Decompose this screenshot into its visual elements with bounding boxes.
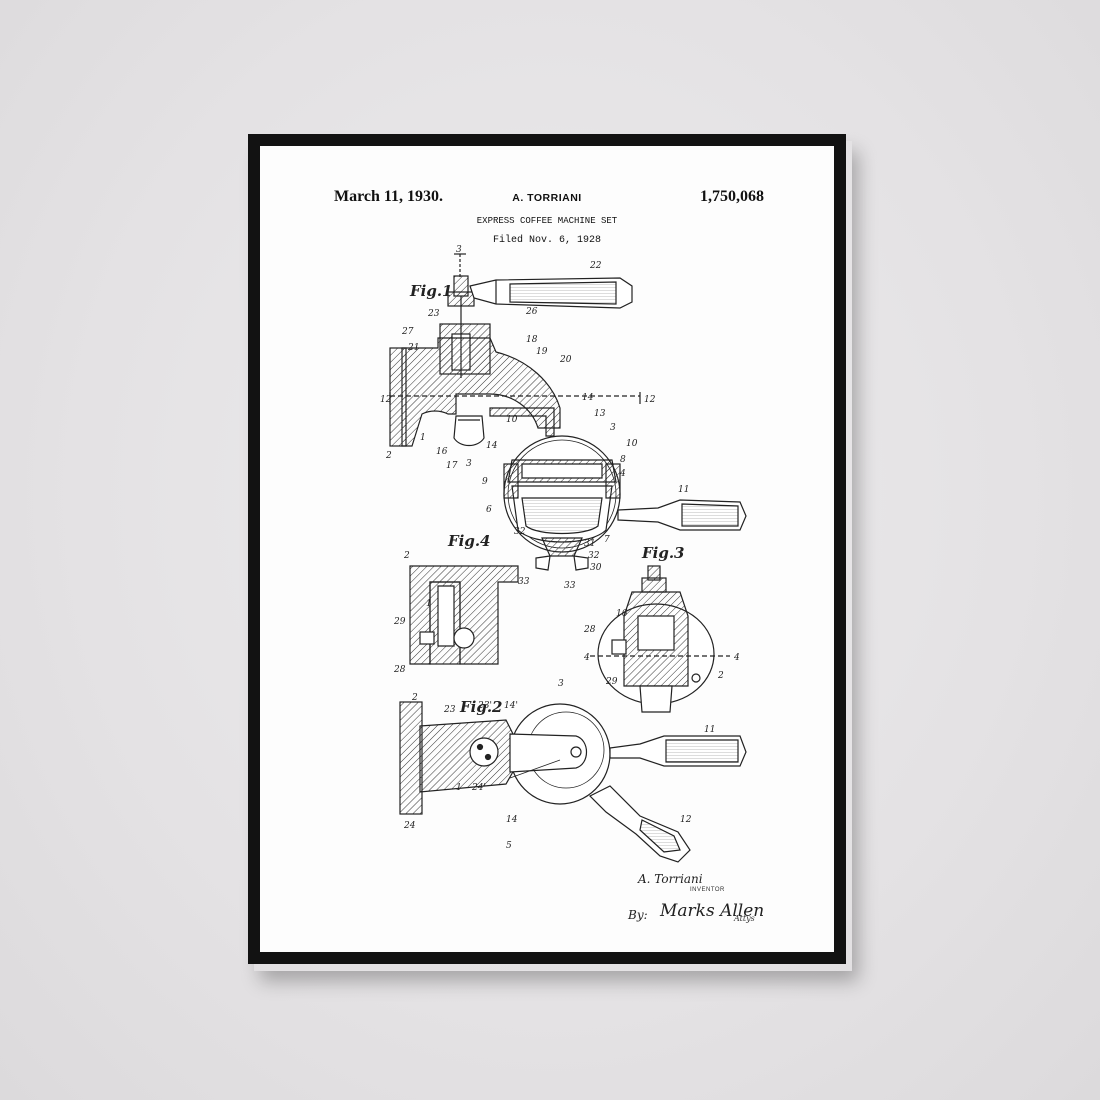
patent-number: 1,750,068 bbox=[700, 188, 764, 205]
svg-text:31: 31 bbox=[584, 539, 595, 549]
figure-3-label: Fig.3 bbox=[641, 544, 685, 562]
svg-text:16: 16 bbox=[616, 609, 628, 619]
svg-text:29: 29 bbox=[393, 617, 406, 627]
attorney-signature: Marks Allen bbox=[660, 901, 765, 921]
svg-text:33: 33 bbox=[518, 577, 530, 587]
svg-text:23: 23 bbox=[427, 309, 440, 319]
svg-text:24': 24' bbox=[471, 783, 486, 793]
svg-text:1: 1 bbox=[426, 599, 432, 609]
svg-text:11: 11 bbox=[678, 485, 689, 495]
svg-text:3: 3 bbox=[466, 459, 472, 469]
figure-2-drawing bbox=[399, 701, 747, 863]
figure-3-drawing bbox=[590, 565, 730, 713]
svg-text:2: 2 bbox=[385, 451, 392, 461]
figure-3-part-numbers: 16 28 4 4 29 2 bbox=[583, 609, 740, 687]
svg-text:13: 13 bbox=[594, 409, 606, 419]
figure-1-drawing bbox=[389, 253, 747, 571]
svg-text:6: 6 bbox=[486, 505, 492, 515]
svg-text:7: 7 bbox=[604, 535, 610, 545]
patent-title: EXPRESS COFFEE MACHINE SET bbox=[476, 216, 618, 226]
svg-text:30: 30 bbox=[590, 563, 602, 573]
svg-text:5: 5 bbox=[506, 841, 512, 851]
figure-2-label: Fig.2 bbox=[459, 698, 503, 716]
patent-date: March 11, 1930. bbox=[334, 188, 444, 205]
svg-text:10: 10 bbox=[626, 439, 638, 449]
svg-text:14': 14' bbox=[504, 701, 518, 711]
svg-text:4: 4 bbox=[733, 653, 740, 663]
svg-text:14: 14 bbox=[582, 393, 594, 403]
picture-frame: March 11, 1930. A. TORRIANI 1,750,068 EX… bbox=[248, 134, 846, 964]
svg-text:3: 3 bbox=[558, 679, 564, 689]
attorney-role: Attys bbox=[734, 914, 755, 923]
svg-text:32: 32 bbox=[588, 551, 600, 561]
svg-text:26: 26 bbox=[525, 307, 538, 317]
svg-text:28: 28 bbox=[583, 625, 596, 635]
svg-text:3: 3 bbox=[610, 423, 616, 433]
svg-text:20: 20 bbox=[559, 355, 572, 365]
patent-filed-date: Filed Nov. 6, 1928 bbox=[492, 235, 602, 246]
patent-print: March 11, 1930. A. TORRIANI 1,750,068 EX… bbox=[260, 146, 834, 952]
figure-4-label: Fig.4 bbox=[447, 532, 491, 550]
svg-text:21: 21 bbox=[407, 343, 419, 353]
svg-text:4: 4 bbox=[583, 653, 590, 663]
svg-text:8: 8 bbox=[620, 455, 626, 465]
patent-inventor-header: A. TORRIANI bbox=[512, 192, 582, 204]
svg-text:29: 29 bbox=[605, 677, 618, 687]
patent-drawing: 3 22 23 26 27 21 18 19 20 12 12 14 13 3 … bbox=[380, 245, 747, 863]
svg-text:12: 12 bbox=[680, 815, 692, 825]
inventor-signature: A. Torriani bbox=[638, 872, 703, 886]
svg-text:10: 10 bbox=[506, 415, 518, 425]
svg-text:2: 2 bbox=[411, 693, 418, 703]
svg-text:14: 14 bbox=[506, 815, 518, 825]
svg-text:28: 28 bbox=[393, 665, 406, 675]
svg-text:33: 33 bbox=[564, 581, 576, 591]
svg-text:24: 24 bbox=[403, 821, 416, 831]
svg-text:2: 2 bbox=[717, 671, 724, 681]
svg-text:3: 3 bbox=[456, 245, 462, 255]
svg-text:4: 4 bbox=[619, 469, 626, 479]
svg-text:1: 1 bbox=[456, 783, 462, 793]
svg-text:1: 1 bbox=[420, 433, 426, 443]
svg-text:32: 32 bbox=[514, 527, 526, 537]
svg-text:22: 22 bbox=[589, 261, 602, 271]
svg-text:12: 12 bbox=[380, 395, 392, 405]
svg-text:23': 23' bbox=[477, 701, 492, 711]
inventor-role: INVENTOR bbox=[690, 887, 725, 893]
figure-1-part-numbers: 3 22 23 26 27 21 18 19 20 12 12 14 13 3 … bbox=[380, 245, 689, 591]
svg-text:9: 9 bbox=[482, 477, 488, 487]
svg-text:17: 17 bbox=[446, 461, 458, 471]
svg-text:18: 18 bbox=[526, 335, 538, 345]
svg-text:14: 14 bbox=[486, 441, 498, 451]
svg-text:16: 16 bbox=[436, 447, 448, 457]
svg-text:23: 23 bbox=[443, 705, 456, 715]
figure-1-label: Fig.1 bbox=[409, 282, 453, 300]
svg-text:12: 12 bbox=[644, 395, 656, 405]
figure-4-drawing bbox=[409, 565, 519, 665]
figure-4-part-numbers: 2 1 29 28 bbox=[393, 551, 432, 675]
svg-text:2: 2 bbox=[403, 551, 410, 561]
figure-2-part-numbers: 2 23 23' 14' 3 11 1 24' 14 24 5 12 bbox=[403, 679, 715, 851]
svg-text:19: 19 bbox=[536, 347, 548, 357]
svg-text:27: 27 bbox=[401, 327, 414, 337]
svg-text:11: 11 bbox=[704, 725, 715, 735]
attorney-by-label: By: bbox=[628, 908, 648, 922]
